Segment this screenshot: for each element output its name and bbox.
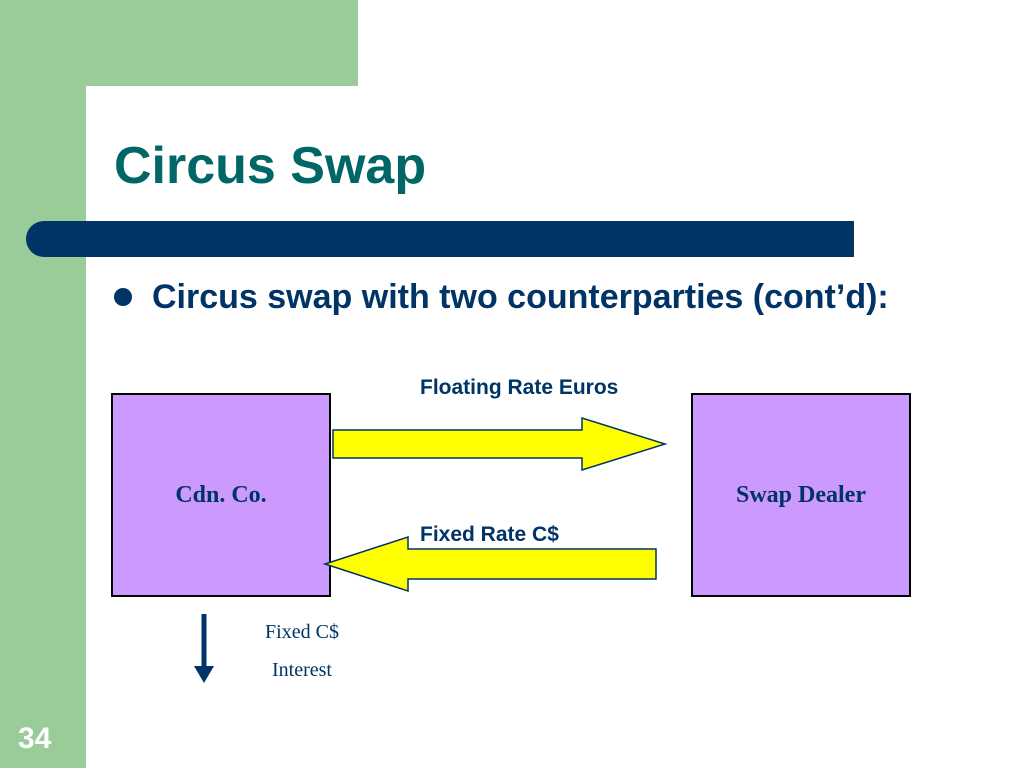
- slide-title: Circus Swap: [114, 137, 427, 195]
- cdn-co-label: Cdn. Co.: [175, 481, 267, 508]
- cdn-co-box: Cdn. Co.: [111, 393, 331, 597]
- fixed-rate-cad-label: Fixed Rate C$: [420, 523, 559, 546]
- title-underline-bar: [26, 221, 854, 257]
- outflow-label-line1: Fixed C$: [265, 621, 339, 643]
- outflow-label-line2: Interest: [272, 659, 332, 681]
- slide-number: 34: [18, 722, 52, 755]
- content-panel-corner: [86, 86, 186, 186]
- floating-rate-euros-label: Floating Rate Euros: [420, 376, 619, 399]
- left-green-band: [0, 0, 86, 768]
- down-arrow-icon: [194, 614, 214, 683]
- swap-dealer-box: Swap Dealer: [691, 393, 911, 597]
- left-arrow-icon: [322, 535, 657, 593]
- right-arrow-icon: [332, 416, 668, 472]
- bullet-dot: [114, 288, 132, 306]
- swap-dealer-label: Swap Dealer: [736, 481, 866, 508]
- bullet-text: Circus swap with two counterparties (con…: [152, 278, 889, 316]
- top-green-band: [0, 0, 358, 86]
